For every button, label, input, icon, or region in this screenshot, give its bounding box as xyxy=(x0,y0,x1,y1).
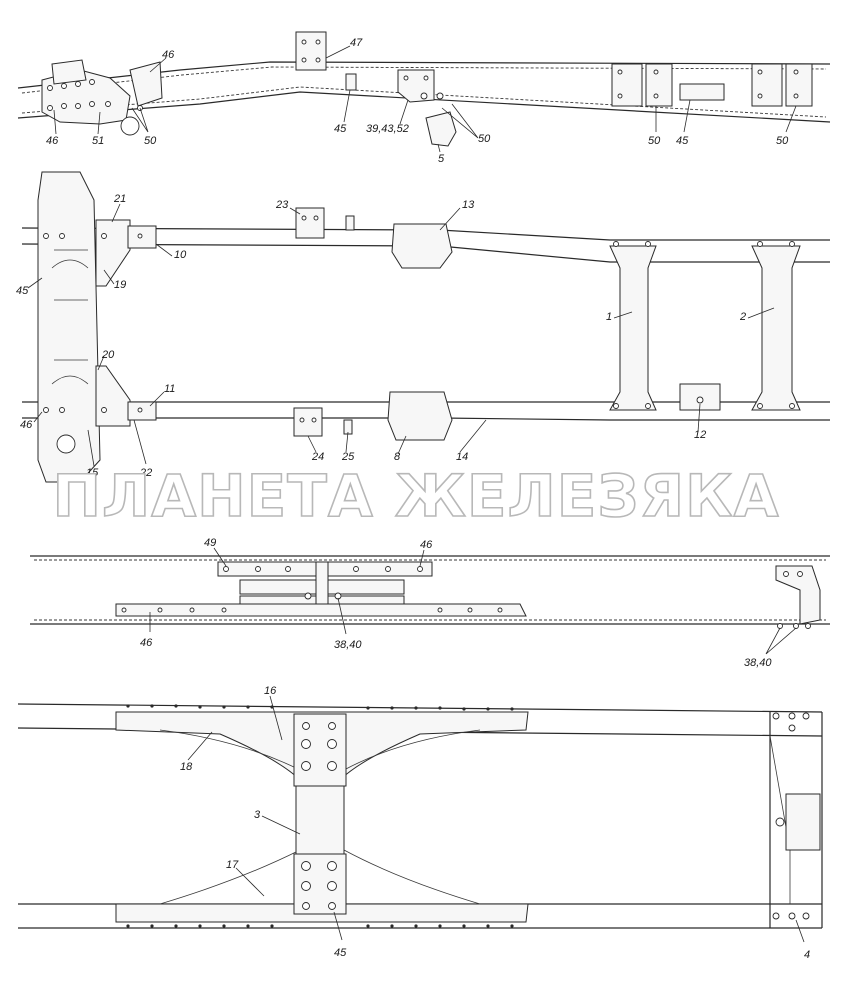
label-plan-25: 25 xyxy=(341,451,355,463)
label-side-39-43-52: 39,43,52 xyxy=(366,123,409,135)
label-plan-12: 12 xyxy=(694,429,706,441)
label-side-51: 51 xyxy=(92,135,104,147)
rail-rivets xyxy=(126,704,514,928)
label-cross-16: 16 xyxy=(264,685,277,697)
plan-bolts xyxy=(43,215,795,423)
label-plan-13: 13 xyxy=(462,199,475,211)
label-plan-11: 11 xyxy=(164,383,175,395)
cross-bolts xyxy=(301,712,810,920)
label-rear-38-40b: 38,40 xyxy=(744,657,772,669)
label-side-50c: 50 xyxy=(776,135,789,147)
label-cross-4: 4 xyxy=(804,949,810,961)
side-view-top: 46 47 45 39,43,52 50 5 50 45 50 46 51 50 xyxy=(17,31,831,165)
label-rear-49: 49 xyxy=(204,537,216,549)
label-side-50a: 50 xyxy=(478,133,491,145)
bolt-row xyxy=(47,79,143,111)
label-side-46a: 46 xyxy=(162,49,175,61)
label-side-47: 47 xyxy=(350,37,363,49)
label-cross-45: 45 xyxy=(334,947,347,959)
label-plan-23: 23 xyxy=(275,199,289,211)
watermark: ПЛАНЕТА ЖЕЛЕЗЯКА xyxy=(53,462,780,530)
plan-view: 21 23 13 10 45 19 1 2 20 11 46 15 22 24 … xyxy=(16,171,830,483)
label-side-50d: 50 xyxy=(144,135,157,147)
label-side-45a: 45 xyxy=(334,123,347,135)
label-plan-45: 45 xyxy=(16,285,29,297)
crossmember-detail: 16 18 3 17 45 4 xyxy=(17,685,823,961)
label-rear-46a: 46 xyxy=(420,539,433,551)
label-rear-46b: 46 xyxy=(140,637,153,649)
label-cross-3: 3 xyxy=(254,809,261,821)
label-plan-2: 2 xyxy=(739,311,746,323)
label-plan-19: 19 xyxy=(114,279,126,291)
label-side-46b: 46 xyxy=(46,135,59,147)
label-plan-15: 15 xyxy=(86,467,99,479)
label-plan-8: 8 xyxy=(394,451,401,463)
label-plan-21: 21 xyxy=(113,193,126,205)
label-plan-14: 14 xyxy=(456,451,468,463)
label-side-45b: 45 xyxy=(676,135,689,147)
label-plan-46: 46 xyxy=(20,419,33,431)
label-plan-1: 1 xyxy=(606,311,612,323)
label-side-5: 5 xyxy=(438,153,445,165)
rear-detail: 49 46 46 38,40 38,40 xyxy=(30,537,830,669)
label-plan-24: 24 xyxy=(311,451,324,463)
label-cross-17: 17 xyxy=(226,859,239,871)
label-cross-18: 18 xyxy=(180,761,193,773)
label-rear-38-40a: 38,40 xyxy=(334,639,362,651)
label-plan-10: 10 xyxy=(174,249,187,261)
label-plan-20: 20 xyxy=(101,349,115,361)
label-plan-22: 22 xyxy=(139,467,152,479)
label-side-50b: 50 xyxy=(648,135,661,147)
bracket-bolts xyxy=(617,69,799,99)
